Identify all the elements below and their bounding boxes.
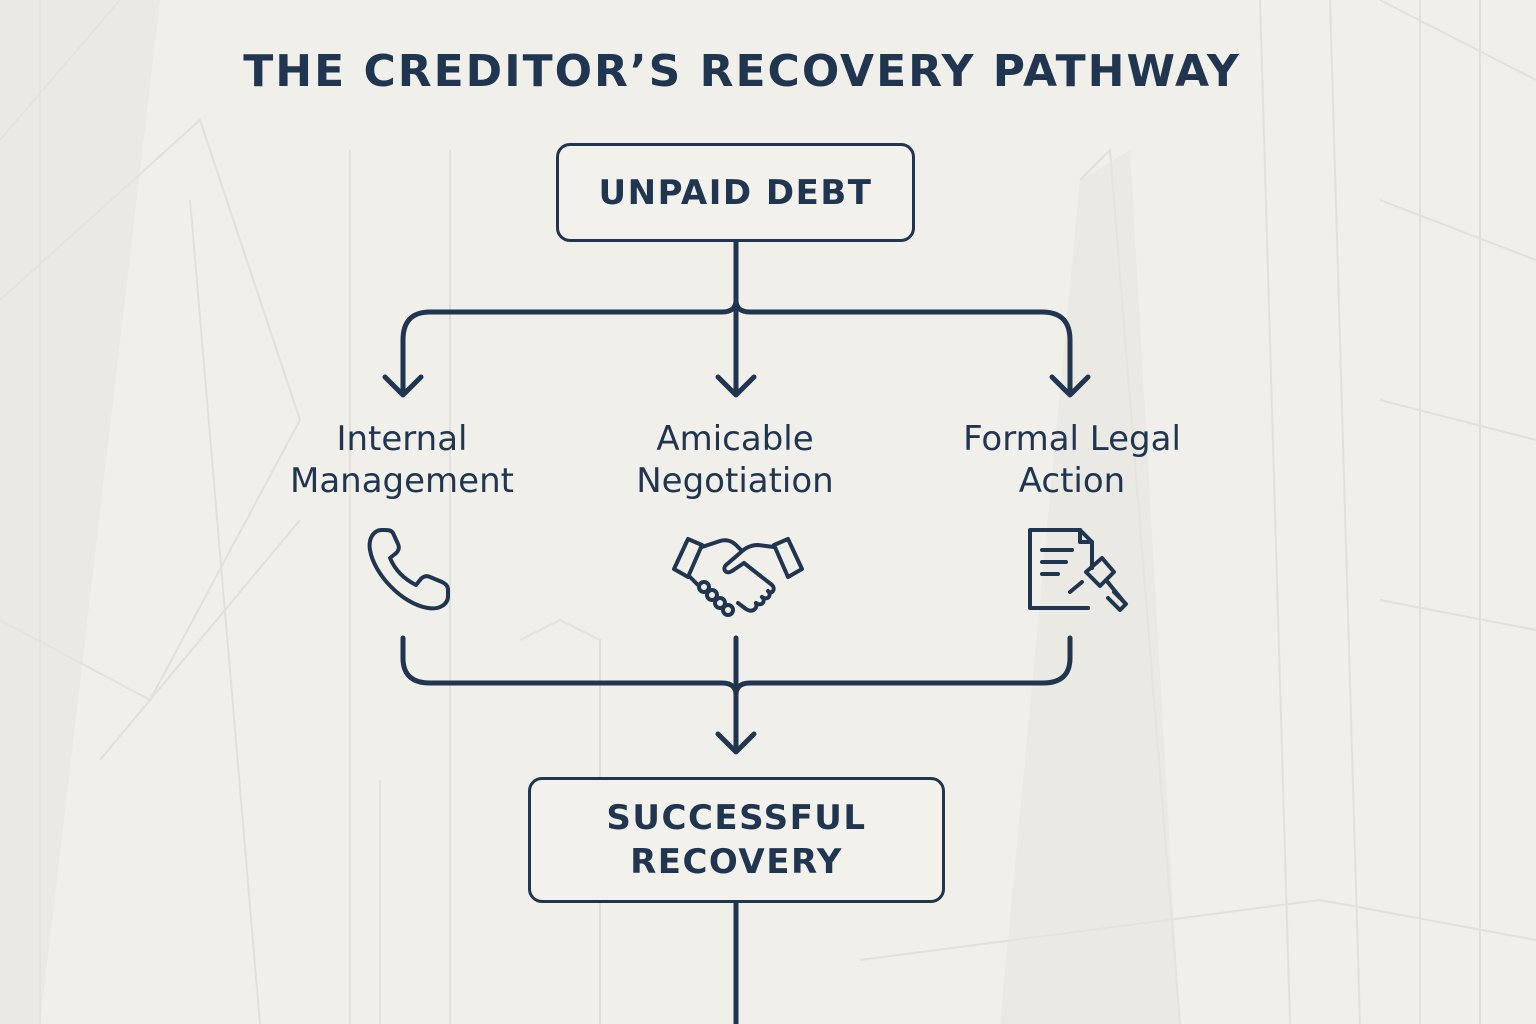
branch-label-amicable-negotiation: Amicable Negotiation xyxy=(636,419,834,501)
phone-icon xyxy=(367,528,450,611)
connector-split-right xyxy=(733,297,1073,393)
start-node-label: UNPAID DEBT xyxy=(598,172,873,213)
branch-label-internal-management: Internal Management xyxy=(290,419,514,501)
diagram-title: THE CREDITOR’S RECOVERY PATHWAY xyxy=(243,46,1241,97)
connector-split-left xyxy=(400,297,739,393)
arrowhead-merge xyxy=(715,731,757,755)
legal-document-gavel-icon xyxy=(1028,528,1128,612)
connector-merge-right xyxy=(733,635,1073,698)
end-node-label: SUCCESSFUL RECOVERY xyxy=(606,798,867,882)
start-node-unpaid-debt: UNPAID DEBT xyxy=(556,143,915,242)
branch-label-formal-legal-action: Formal Legal Action xyxy=(963,419,1181,501)
end-node-successful-recovery: SUCCESSFUL RECOVERY xyxy=(528,777,945,903)
arrowhead-right xyxy=(1049,374,1091,398)
arrowhead-center xyxy=(715,374,757,398)
handshake-icon xyxy=(672,537,804,617)
arrowhead-left xyxy=(382,374,424,398)
connector-merge-left xyxy=(400,635,739,698)
